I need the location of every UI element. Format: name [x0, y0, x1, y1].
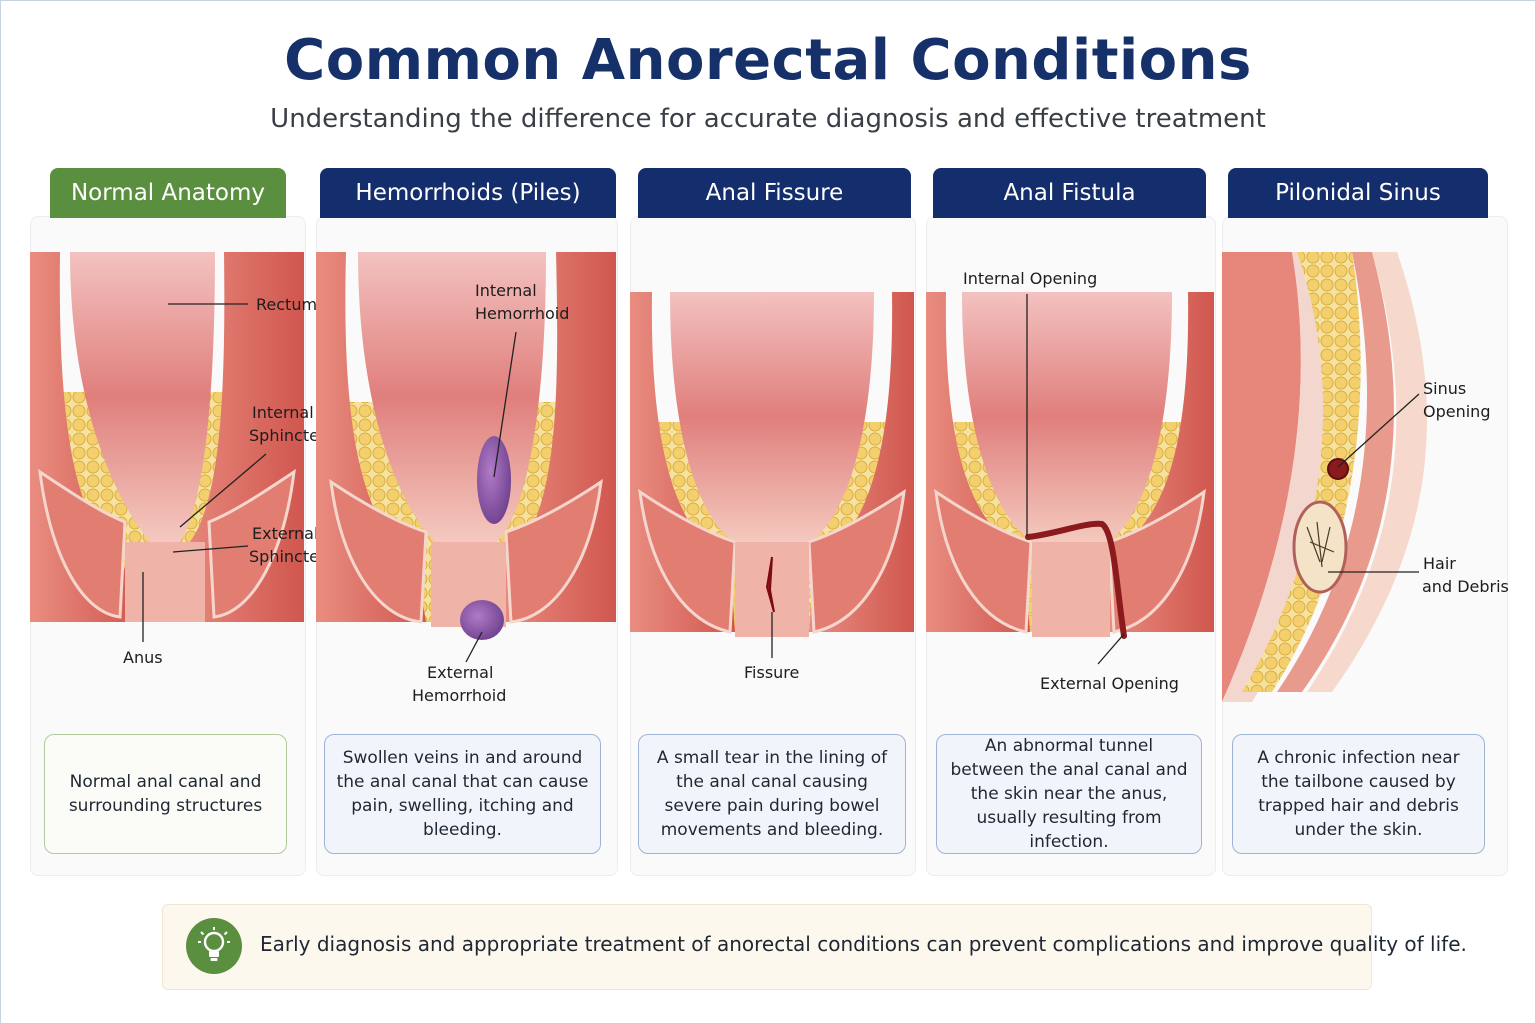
tab-hemorrhoids[interactable]: Hemorrhoids (Piles) — [320, 168, 616, 218]
page-subtitle: Understanding the difference for accurat… — [270, 104, 1266, 134]
description-normal-anatomy: Normal anal canal and surrounding struct… — [44, 734, 287, 854]
label-hair-debris-1: Hair — [1423, 554, 1456, 573]
label-sinus-opening-1: Sinus — [1423, 379, 1467, 398]
label-external-sphincter-2: Sphincter — [249, 547, 326, 566]
description-pilonidal-sinus: A chronic infection near the tailbone ca… — [1232, 734, 1485, 854]
description-hemorrhoids: Swollen veins in and around the anal can… — [324, 734, 601, 854]
label-external-hemorrhoid-1: External — [427, 663, 494, 682]
label-rectum: Rectum — [256, 295, 318, 314]
anal-fistula-illustration — [926, 292, 1214, 665]
footer-banner — [162, 904, 1372, 990]
label-external-opening: External Opening — [1040, 674, 1179, 693]
page-title: Common Anorectal Conditions — [284, 28, 1252, 93]
anal-fissure-illustration — [630, 292, 914, 658]
tab-anal-fistula[interactable]: Anal Fistula — [933, 168, 1206, 218]
hemorrhoids-illustration — [316, 252, 616, 663]
label-internal-hemorrhoid-2: Hemorrhoid — [475, 304, 570, 323]
label-hair-debris-2: and Debris — [1422, 577, 1509, 596]
tab-pilonidal-sinus[interactable]: Pilonidal Sinus — [1228, 168, 1488, 218]
label-internal-sphincter-2: Sphincter — [249, 426, 326, 445]
label-internal-opening: Internal Opening — [963, 269, 1098, 288]
label-external-hemorrhoid-2: Hemorrhoid — [412, 686, 507, 705]
label-external-sphincter-1: External — [252, 524, 319, 543]
label-internal-sphincter-1: Internal — [252, 403, 314, 422]
lightbulb-icon — [186, 918, 242, 974]
tab-anal-fissure[interactable]: Anal Fissure — [638, 168, 911, 218]
footer-text: Early diagnosis and appropriate treatmen… — [260, 932, 1467, 956]
tab-normal-anatomy[interactable]: Normal Anatomy — [50, 168, 286, 218]
label-fissure: Fissure — [744, 663, 800, 682]
description-anal-fistula: An abnormal tunnel between the anal cana… — [936, 734, 1202, 854]
normal-anatomy-illustration — [30, 252, 304, 642]
label-anus: Anus — [123, 648, 163, 667]
label-internal-hemorrhoid-1: Internal — [475, 281, 537, 300]
label-sinus-opening-2: Opening — [1423, 402, 1491, 421]
pilonidal-sinus-illustration — [1222, 252, 1428, 702]
description-anal-fissure: A small tear in the lining of the anal c… — [638, 734, 906, 854]
